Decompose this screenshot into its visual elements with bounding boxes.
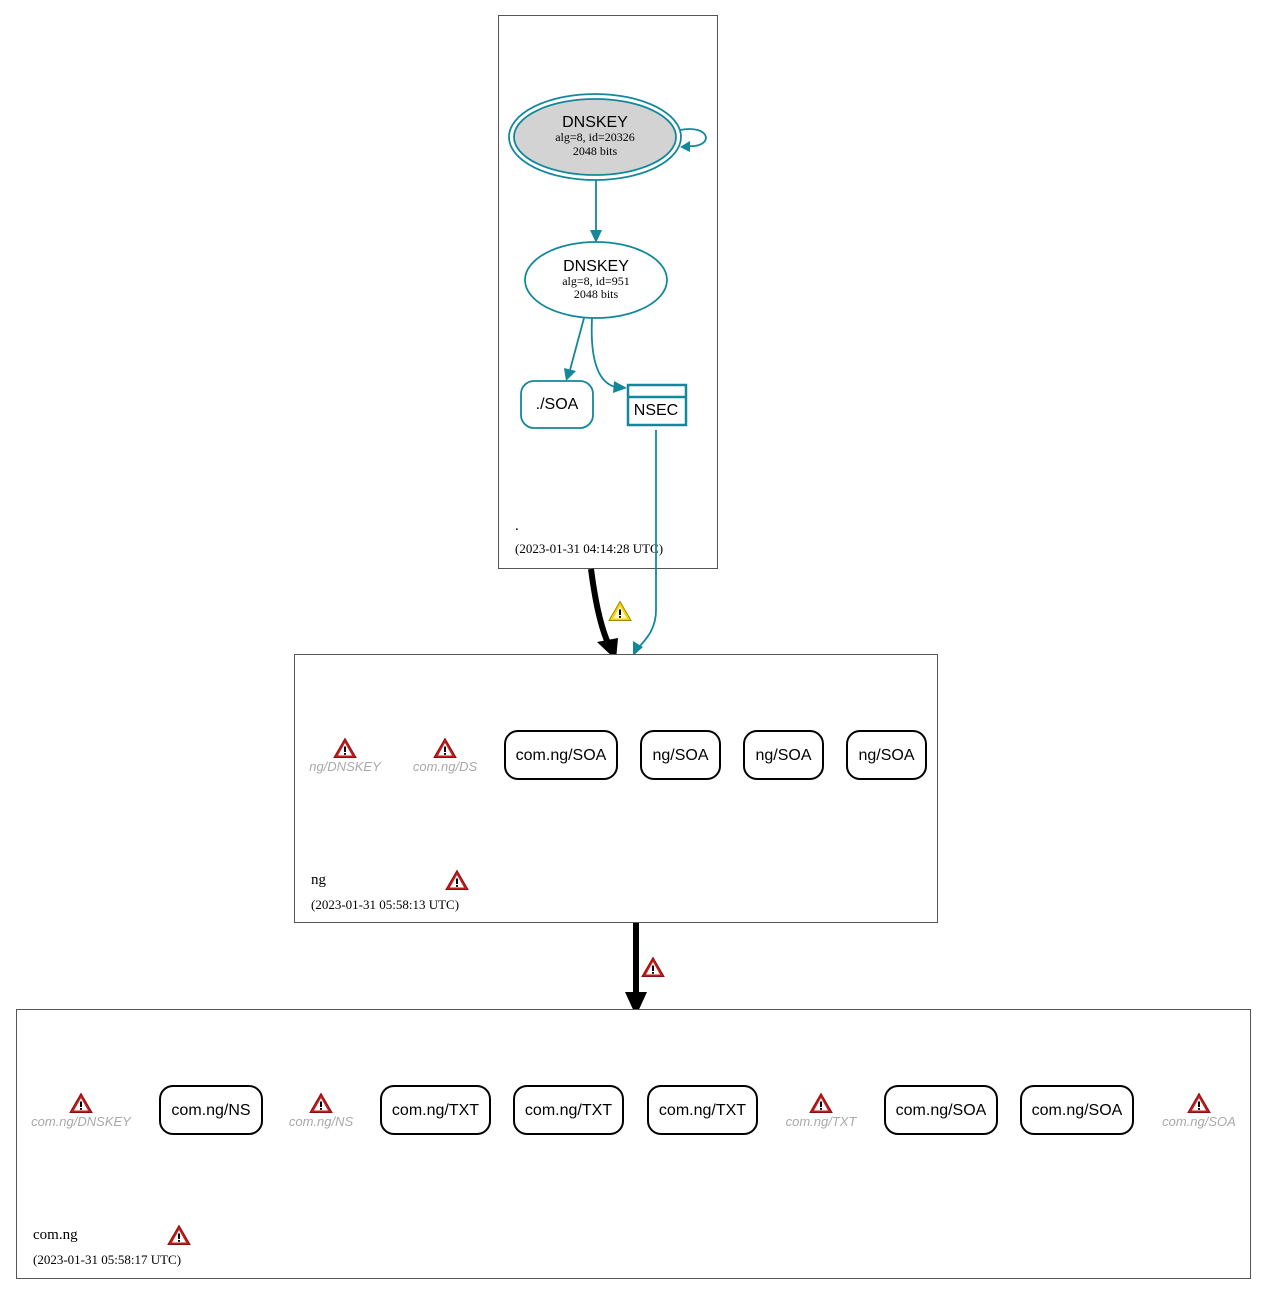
rrset-label: com.ng/SOA (896, 1102, 987, 1119)
zsk-bits: 2048 bits (574, 287, 619, 301)
ksk-title: DNSKEY (562, 114, 628, 131)
rrset-node[interactable]: ng/SOA (640, 730, 721, 780)
zsk-to-nsec-edge (590, 317, 616, 388)
rrset-node[interactable]: com.ng/TXT (380, 1085, 491, 1135)
nsec-label: NSEC (634, 402, 678, 419)
rrset-label: ng/SOA (652, 747, 708, 764)
zone-ng: ng/DNSKEY com.ng/DS com.ng/SOA ng/SOA ng… (294, 654, 938, 923)
rrset-node[interactable]: com.ng/TXT (513, 1085, 624, 1135)
delegation-root-to-ng-edge (588, 568, 611, 645)
rrset-node[interactable]: ng/SOA (846, 730, 927, 780)
arrowhead (564, 368, 576, 381)
rrset-label: ng/SOA (755, 747, 811, 764)
zone-root-name: . (515, 518, 519, 534)
rrset-node[interactable]: com.ng/TXT (647, 1085, 758, 1135)
ksk-self-sign-edge (679, 128, 707, 147)
rrset-label: com.ng/TXT (659, 1102, 746, 1119)
zsk-to-soa-edge (569, 317, 585, 371)
zone-comng-timestamp: (2023-01-31 05:58:17 UTC) (33, 1252, 181, 1267)
arrowhead (625, 992, 647, 1016)
zsk-detail: alg=8, id=951 (562, 274, 630, 288)
arrowhead (680, 141, 690, 152)
rrset-label: com.ng/NS (171, 1102, 250, 1119)
dnskey-ksk-node[interactable]: DNSKEY alg=8, id=20326 2048 bits (508, 93, 682, 181)
rrset-label: com.ng/TXT (392, 1102, 479, 1119)
rrset-node[interactable]: com.ng/NS (159, 1085, 263, 1135)
nsec-node[interactable]: NSEC (626, 383, 688, 427)
zone-ng-timestamp: (2023-01-31 05:58:13 UTC) (311, 897, 459, 912)
rrset-node[interactable]: com.ng/SOA (884, 1085, 998, 1135)
missing-comng-ns-label: com.ng/NS (289, 1114, 354, 1129)
missing-comng-txt-label: com.ng/TXT (786, 1114, 858, 1129)
rrset-label: com.ng/SOA (1032, 1102, 1123, 1119)
ksk-bits: 2048 bits (573, 144, 618, 158)
dnskey-zsk-node[interactable]: DNSKEY alg=8, id=951 2048 bits (524, 241, 668, 319)
rrset-node[interactable]: com.ng/SOA (1020, 1085, 1134, 1135)
missing-ng-dnskey-label: ng/DNSKEY (309, 759, 382, 774)
arrowhead (633, 641, 643, 656)
nsec-to-ng-edge (639, 430, 657, 647)
zsk-title: DNSKEY (563, 258, 629, 275)
rrset-label: ng/SOA (858, 747, 914, 764)
arrowhead (613, 381, 627, 393)
rrset-label: com.ng/TXT (525, 1102, 612, 1119)
zone-root-timestamp: (2023-01-31 04:14:28 UTC) (515, 541, 663, 556)
rrset-node[interactable]: ng/SOA (743, 730, 824, 780)
rrset-label: com.ng/SOA (516, 747, 607, 764)
missing-comng-dnskey-label: com.ng/DNSKEY (31, 1114, 132, 1129)
zone-ng-name: ng (311, 872, 327, 888)
zone-root: DNSKEY alg=8, id=20326 2048 bits DNSKEY … (498, 15, 718, 569)
root-soa-label: ./SOA (536, 396, 579, 413)
ksk-detail: alg=8, id=20326 (555, 130, 635, 144)
rrset-node[interactable]: com.ng/SOA (504, 730, 618, 780)
error-icon[interactable] (641, 957, 665, 977)
zone-comng: com.ng/DNSKEY com.ng/NS com.ng/NS com.ng… (16, 1009, 1251, 1279)
missing-comng-ds-label: com.ng/DS (413, 759, 478, 774)
root-soa-rrset[interactable]: ./SOA (520, 380, 594, 429)
warning-icon[interactable] (608, 601, 632, 621)
missing-comng-soa-label: com.ng/SOA (1162, 1114, 1236, 1129)
zone-comng-name: com.ng (33, 1227, 78, 1243)
arrowhead (590, 230, 602, 243)
